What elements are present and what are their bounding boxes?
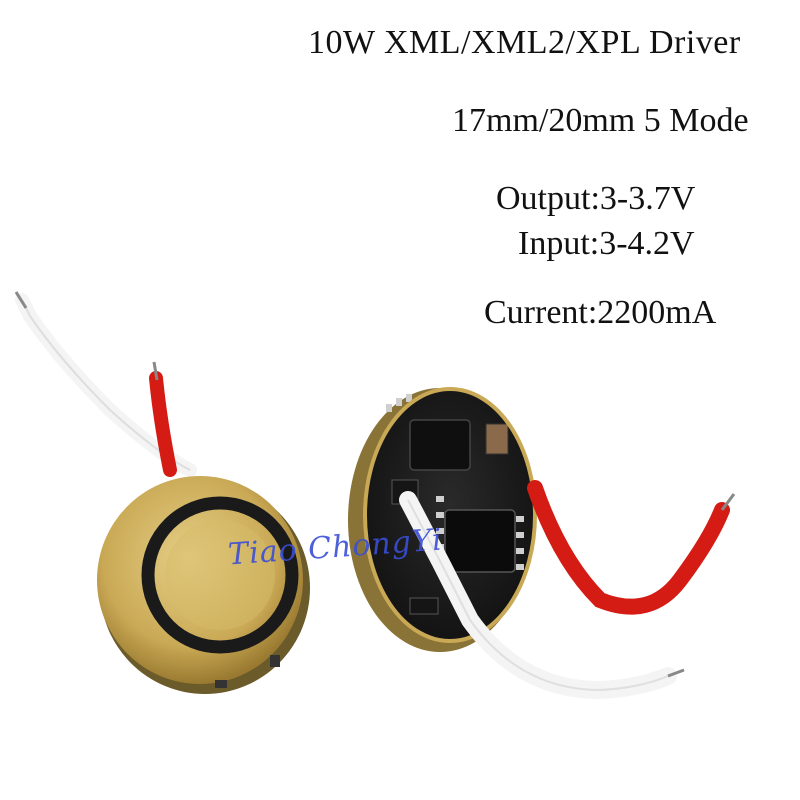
red-wire-left (149, 371, 177, 477)
red-wire-right (527, 480, 730, 615)
black-ring (141, 496, 299, 654)
white-wire-right-tip (667, 668, 685, 678)
spec-input: Input:3-4.2V (518, 225, 695, 262)
red-wire-right-tip (720, 493, 736, 511)
chip-main (444, 509, 516, 573)
chip-top (409, 419, 471, 471)
capacitor (485, 423, 509, 455)
spec-output: Output:3-3.7V (496, 180, 696, 217)
red-wire-left-tip (152, 361, 159, 381)
spec-size-mode: 17mm/20mm 5 Mode (452, 102, 749, 139)
spec-title: 10W XML/XML2/XPL Driver (308, 24, 741, 61)
spec-current: Current:2200mA (484, 294, 717, 331)
white-wire-left-tip (14, 291, 28, 309)
